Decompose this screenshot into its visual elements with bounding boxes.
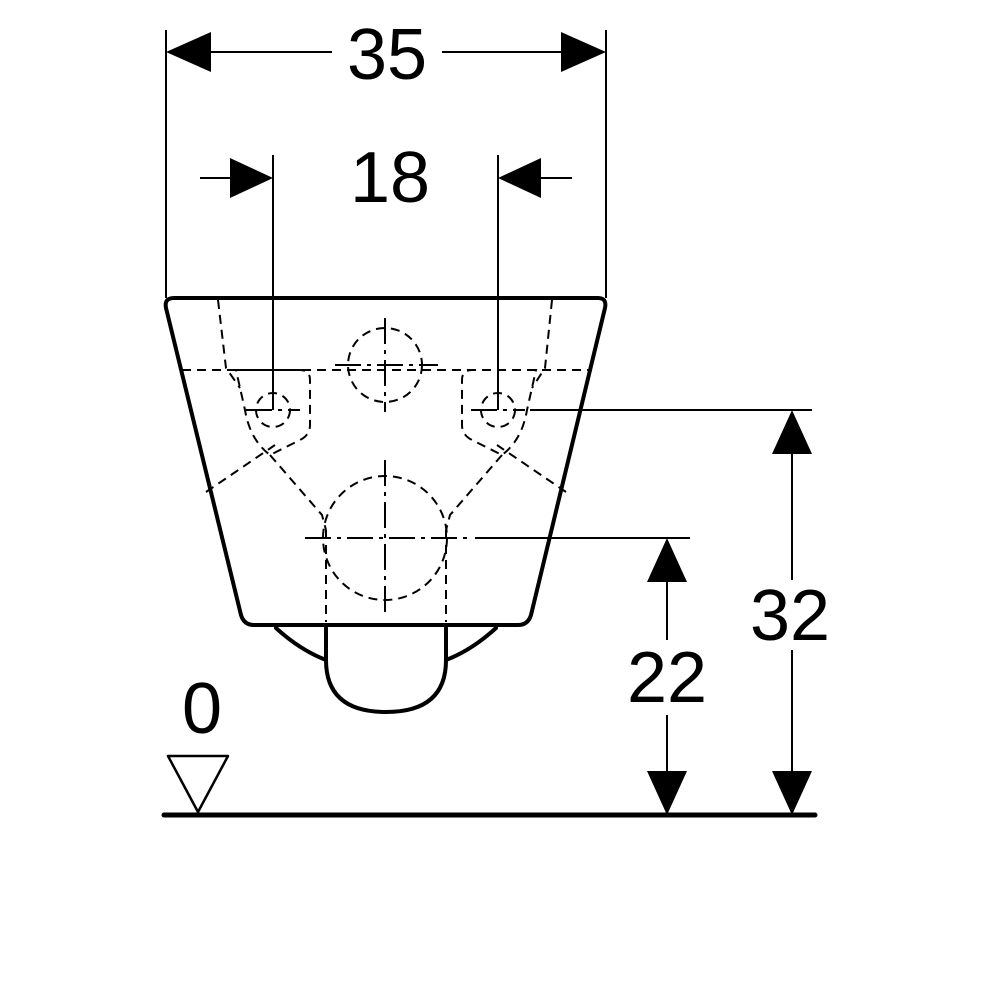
outlet-height-label: 22 bbox=[627, 638, 707, 718]
toilet-bowl-outline bbox=[163, 296, 608, 714]
hidden-left-diagonal bbox=[205, 444, 276, 493]
overall-width-label: 35 bbox=[347, 15, 427, 95]
outlet-height-dimension: 22 bbox=[475, 537, 707, 815]
hole-height-arrow-bottom bbox=[772, 771, 812, 815]
hidden-right-channel bbox=[445, 454, 503, 531]
hole-arrow-right bbox=[498, 158, 541, 198]
outlet-arrow-bottom bbox=[647, 771, 687, 815]
outlet-arrow-top bbox=[647, 538, 687, 582]
hidden-left-channel bbox=[269, 454, 327, 531]
width-arrow-right bbox=[561, 32, 606, 72]
hole-height-label: 32 bbox=[750, 576, 830, 656]
bowl-body bbox=[163, 296, 608, 627]
hidden-left-inner-edge bbox=[217, 299, 241, 389]
center-lines bbox=[246, 318, 525, 612]
floor-level-triangle-icon bbox=[166, 754, 230, 814]
bowl-foot-right bbox=[444, 626, 498, 662]
hole-spacing-dimension: 18 bbox=[200, 138, 572, 410]
hole-spacing-label: 18 bbox=[350, 138, 430, 218]
floor-level-label: 0 bbox=[182, 669, 222, 749]
hidden-right-inner-edge bbox=[531, 299, 553, 389]
bowl-outlet-spigot bbox=[324, 626, 448, 714]
floor-level: 0 bbox=[161, 669, 818, 818]
hole-arrow-left bbox=[230, 158, 273, 198]
hidden-right-diagonal bbox=[496, 444, 567, 493]
bowl-foot-left bbox=[274, 626, 328, 662]
hole-height-arrow-top bbox=[772, 410, 812, 454]
hole-height-dimension: 32 bbox=[530, 409, 830, 815]
overall-width-dimension: 35 bbox=[165, 15, 607, 298]
width-arrow-left bbox=[166, 32, 211, 72]
